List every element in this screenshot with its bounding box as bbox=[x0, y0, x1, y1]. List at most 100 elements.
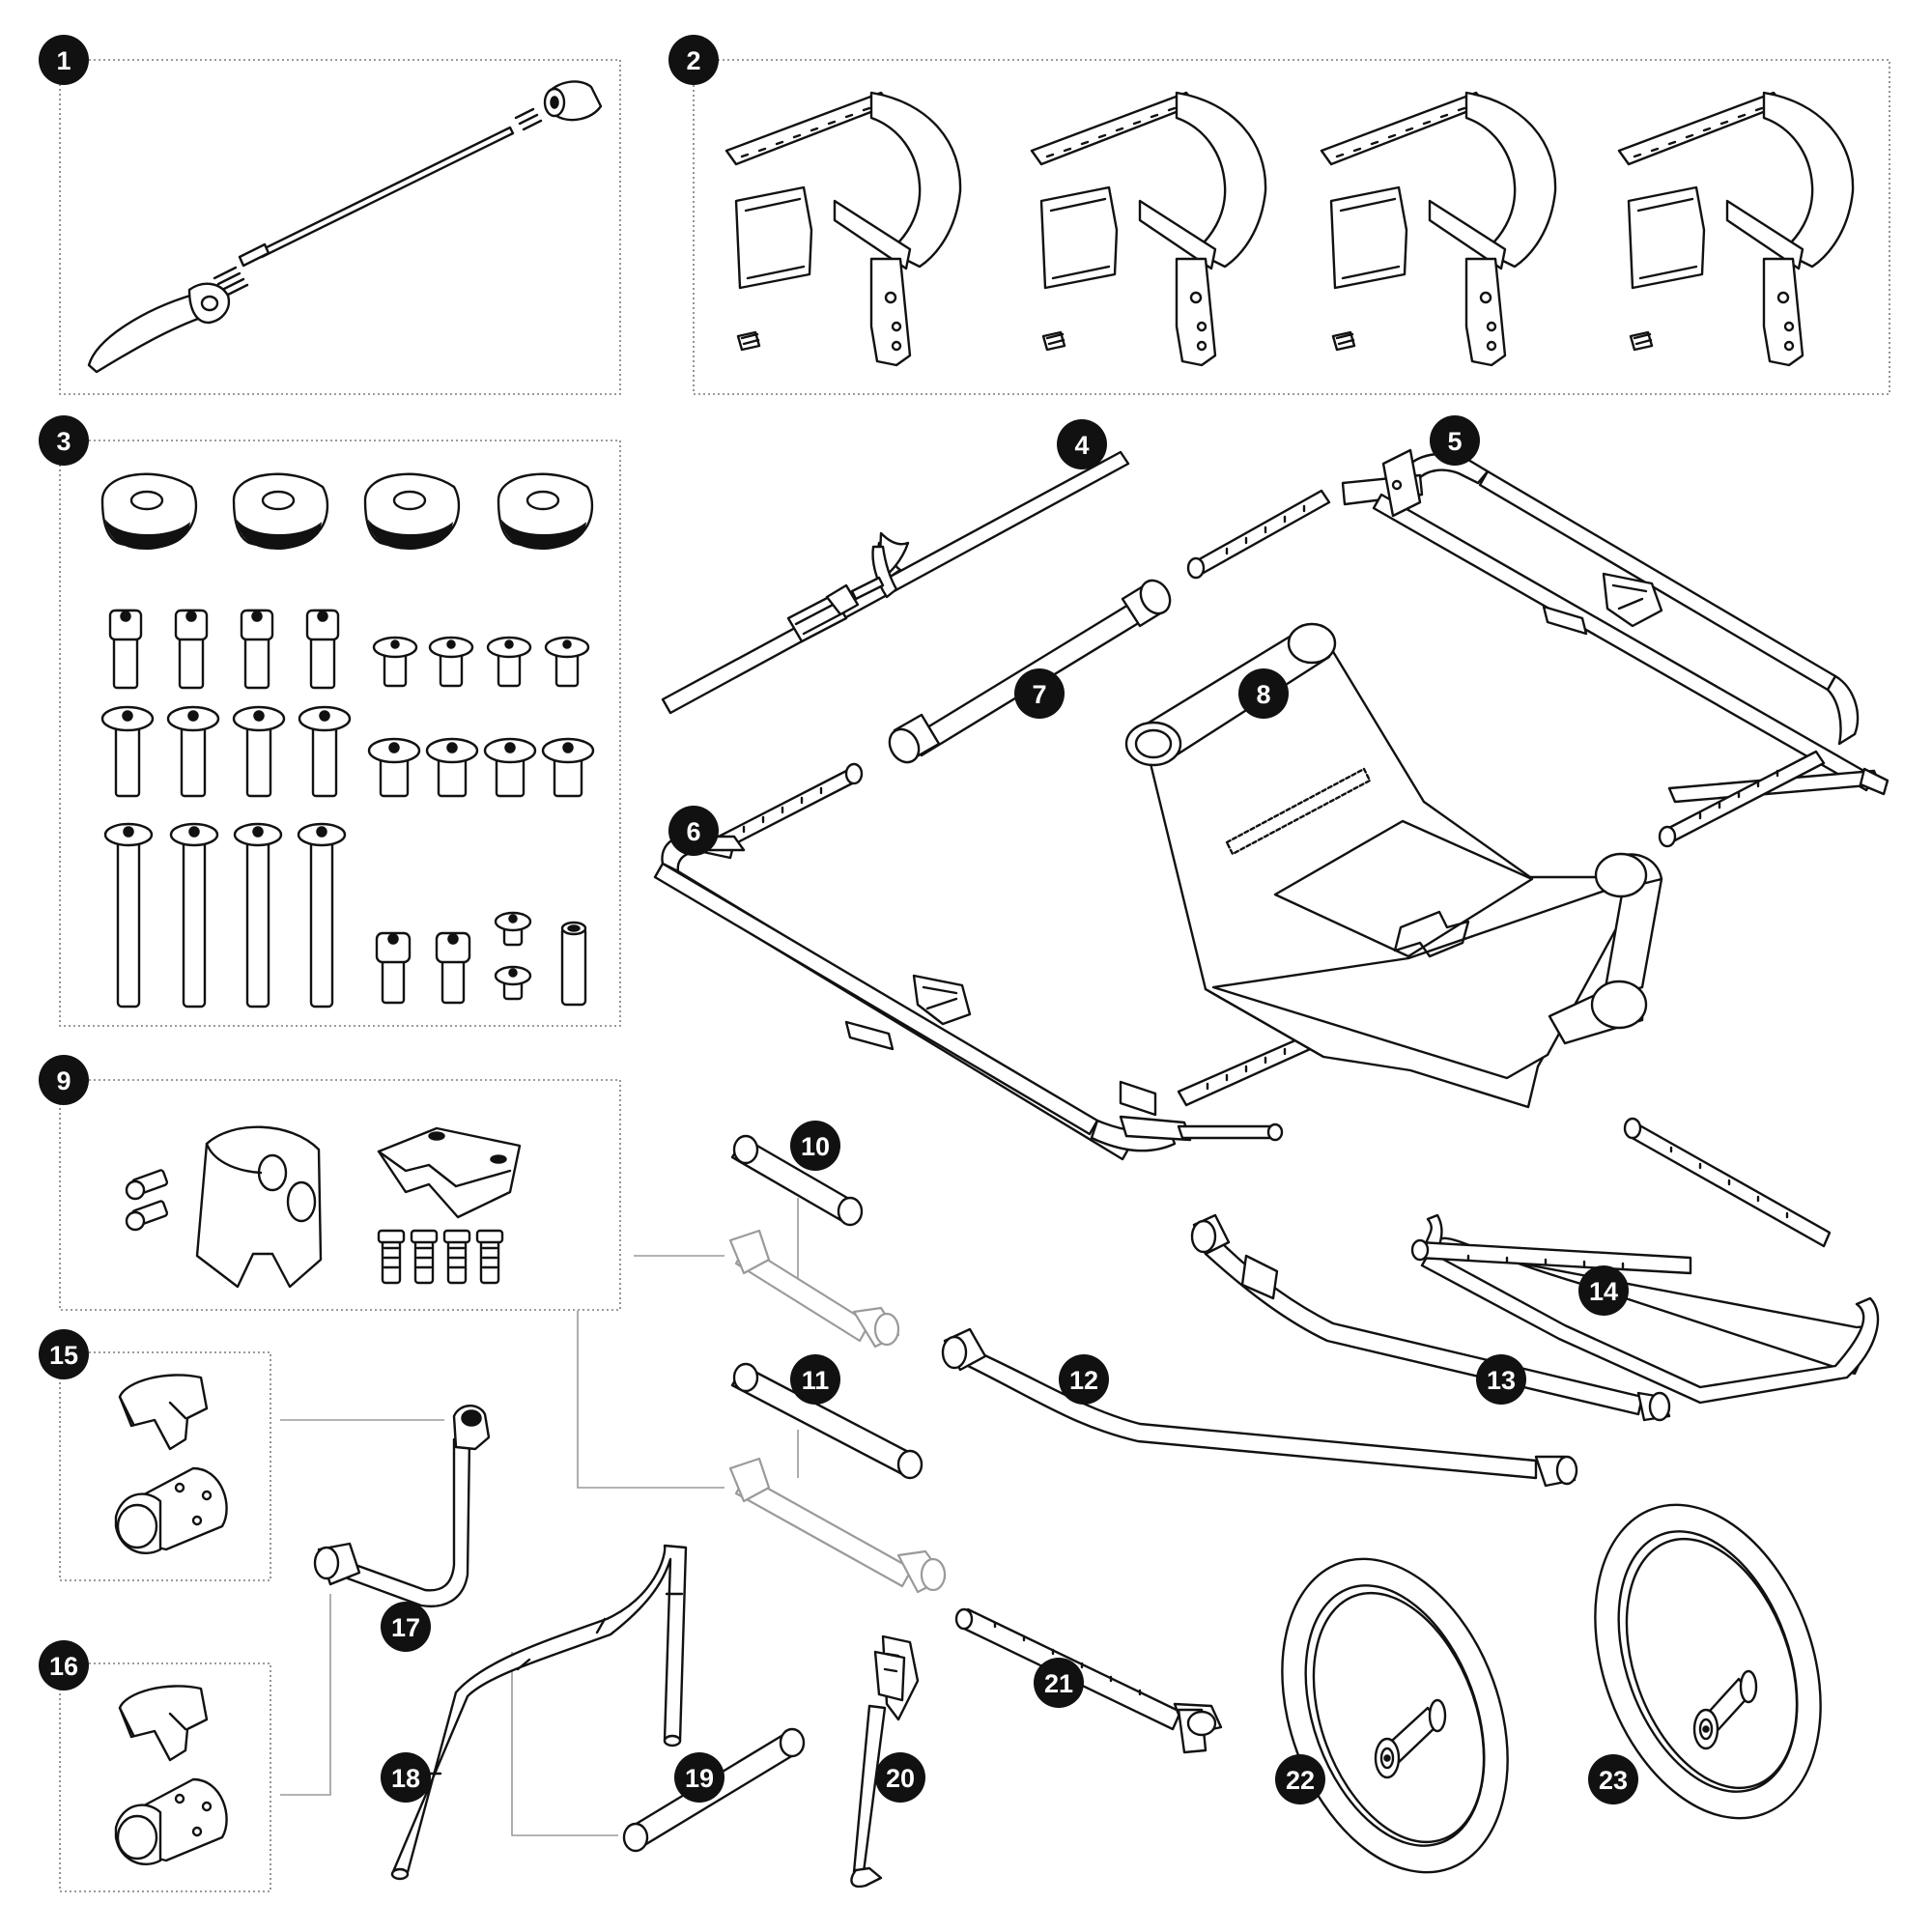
svg-text:10: 10 bbox=[801, 1132, 830, 1161]
svg-text:19: 19 bbox=[685, 1764, 714, 1793]
button-bolt-long bbox=[103, 822, 347, 1009]
skewer-nut bbox=[543, 80, 603, 122]
strap-set bbox=[1030, 91, 1267, 367]
part-2-strap-sets bbox=[724, 91, 1855, 367]
cap bbox=[363, 472, 461, 551]
badge-part-3: 3 bbox=[39, 415, 89, 466]
badge-part-10: 10 bbox=[790, 1121, 840, 1171]
part-6-frame bbox=[653, 762, 1333, 1161]
badge-part-16: 16 bbox=[39, 1640, 89, 1690]
badge-part-6: 6 bbox=[668, 806, 719, 856]
cap bbox=[232, 472, 329, 551]
skewer-spring-front bbox=[514, 107, 543, 131]
svg-text:2: 2 bbox=[686, 46, 700, 75]
socket-bolt-short bbox=[108, 609, 340, 690]
part-16-coupler bbox=[114, 1685, 228, 1865]
badge-part-23: 23 bbox=[1588, 1754, 1638, 1804]
svg-text:20: 20 bbox=[886, 1764, 915, 1793]
svg-text:11: 11 bbox=[802, 1366, 830, 1395]
leader-lines bbox=[280, 1198, 799, 1836]
badge-part-13: 13 bbox=[1476, 1354, 1526, 1405]
part-4-strap-buckle bbox=[661, 450, 1130, 715]
cap bbox=[497, 472, 594, 551]
button-bolt-medium bbox=[100, 705, 352, 798]
badge-part-18: 18 bbox=[381, 1752, 431, 1803]
clamp-cap bbox=[377, 1126, 522, 1219]
svg-text:4: 4 bbox=[1074, 431, 1089, 460]
arm-tube-gray-lower bbox=[728, 1457, 947, 1594]
part-17-tube bbox=[313, 1405, 491, 1608]
box-part-3 bbox=[59, 440, 621, 1027]
box-part-9 bbox=[59, 1079, 621, 1311]
box-part-16 bbox=[59, 1662, 271, 1892]
badge-part-21: 21 bbox=[1034, 1658, 1084, 1708]
badge-part-12: 12 bbox=[1059, 1354, 1109, 1405]
part-9-clamp-set bbox=[125, 1125, 522, 1289]
part-15-coupler bbox=[114, 1374, 228, 1554]
clamp-body bbox=[195, 1125, 323, 1289]
seat-roll-bottom bbox=[1548, 852, 1663, 1045]
svg-text:17: 17 bbox=[391, 1613, 420, 1642]
skewer-lever bbox=[87, 282, 231, 374]
wheel-hub bbox=[1374, 1698, 1447, 1779]
skewer-spring-rear bbox=[213, 266, 249, 298]
badge-part-4: 4 bbox=[1057, 419, 1107, 469]
nut bbox=[1121, 579, 1172, 628]
clamp-screw bbox=[377, 1229, 504, 1285]
svg-text:6: 6 bbox=[686, 817, 700, 846]
part-21-tube bbox=[954, 1607, 1223, 1754]
seat-roll-top bbox=[1124, 622, 1337, 767]
badge-part-9: 9 bbox=[39, 1055, 89, 1105]
badge-part-1: 1 bbox=[39, 35, 89, 85]
part-20-kickstand bbox=[850, 1634, 920, 1889]
svg-text:18: 18 bbox=[391, 1764, 420, 1793]
badge-part-2: 2 bbox=[668, 35, 719, 85]
svg-text:9: 9 bbox=[56, 1066, 71, 1095]
svg-text:23: 23 bbox=[1599, 1766, 1628, 1795]
box-part-1 bbox=[59, 59, 621, 395]
wheel-hub bbox=[1692, 1669, 1758, 1750]
group-boxes bbox=[59, 59, 1890, 1892]
badge-part-15: 15 bbox=[39, 1329, 89, 1379]
part-18-handlebar bbox=[390, 1544, 688, 1881]
svg-text:22: 22 bbox=[1286, 1766, 1315, 1795]
buckle bbox=[786, 583, 860, 643]
svg-text:13: 13 bbox=[1487, 1366, 1516, 1395]
strap-set bbox=[724, 91, 962, 367]
box-part-2 bbox=[693, 59, 1890, 395]
svg-text:12: 12 bbox=[1069, 1366, 1098, 1395]
strap-set bbox=[1320, 91, 1557, 367]
arm-tube-gray-upper bbox=[728, 1229, 900, 1349]
part-badges: 1 2 3 4 5 6 7 8 9 10 11 12 13 14 15 16 1… bbox=[39, 35, 1638, 1804]
badge-part-8: 8 bbox=[1238, 668, 1289, 719]
button-bolt-small bbox=[372, 636, 590, 688]
badge-part-19: 19 bbox=[674, 1752, 724, 1803]
svg-text:14: 14 bbox=[1589, 1277, 1618, 1306]
badge-part-22: 22 bbox=[1275, 1754, 1325, 1804]
svg-text:3: 3 bbox=[56, 427, 71, 456]
clamp-bolt bbox=[125, 1169, 169, 1232]
svg-text:8: 8 bbox=[1256, 680, 1270, 709]
box-part-15 bbox=[59, 1351, 271, 1581]
svg-text:5: 5 bbox=[1447, 427, 1462, 456]
svg-text:21: 21 bbox=[1044, 1669, 1073, 1698]
part-1-skewer bbox=[87, 80, 603, 374]
button-bolt-wide bbox=[367, 737, 595, 798]
svg-text:16: 16 bbox=[49, 1652, 78, 1681]
badge-part-17: 17 bbox=[381, 1602, 431, 1652]
part-22-wheel bbox=[1281, 1557, 1509, 1874]
badge-part-7: 7 bbox=[1014, 668, 1065, 719]
svg-text:7: 7 bbox=[1032, 680, 1046, 709]
torx-button-bolt bbox=[494, 911, 532, 1001]
part-10-tube bbox=[730, 1134, 864, 1227]
svg-text:1: 1 bbox=[56, 46, 71, 75]
strap-set bbox=[1617, 91, 1855, 367]
spacer-tube bbox=[560, 921, 587, 1007]
part-13-tube bbox=[1190, 1213, 1671, 1422]
part-5-frame bbox=[1186, 448, 1889, 848]
part-11-tube bbox=[730, 1362, 923, 1480]
svg-text:15: 15 bbox=[49, 1341, 78, 1370]
badge-part-14: 14 bbox=[1578, 1265, 1629, 1316]
part-14-drawbar bbox=[1410, 1117, 1880, 1405]
